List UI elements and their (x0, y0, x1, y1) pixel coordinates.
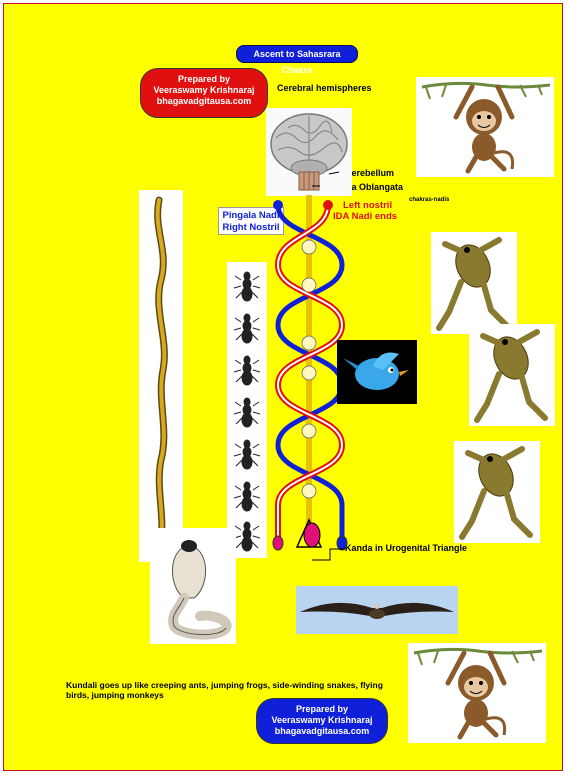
badge-line-1: Prepared by (257, 704, 387, 715)
caption-text: Kundali goes up like creeping ants, jump… (66, 680, 406, 700)
author-badge-bottom[interactable]: Prepared by Veeraswamy Krishnaraj bhagav… (256, 698, 388, 744)
badge-line-2: Veeraswamy Krishnaraj (257, 715, 387, 726)
badge-line-3: bhagavadgitausa.com (257, 726, 387, 737)
